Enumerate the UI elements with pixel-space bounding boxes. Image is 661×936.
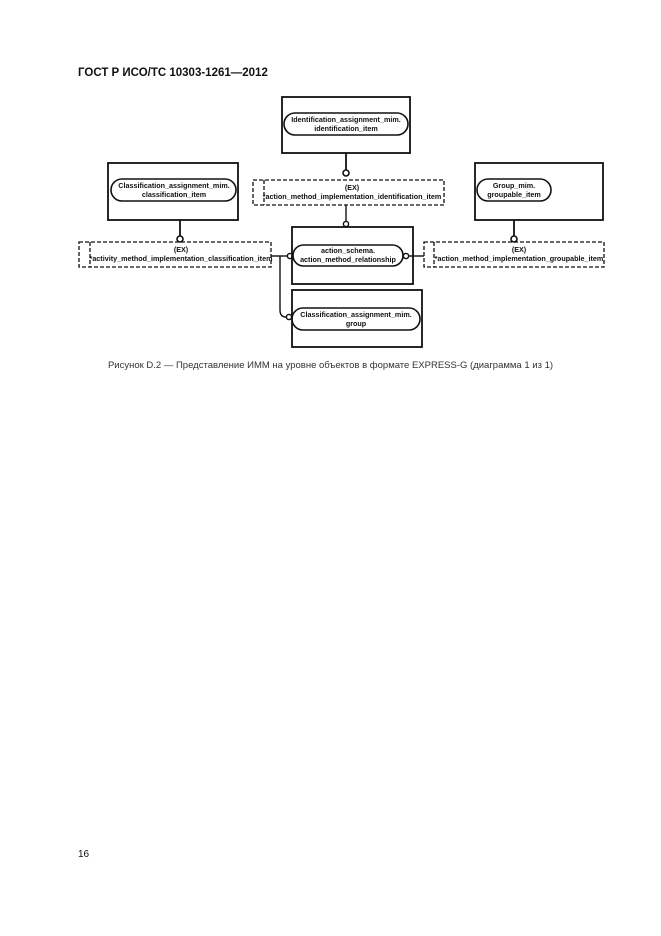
entity-groupable-item: Group_mim. groupable_item [474,162,604,221]
entity-group: Classification_assignment_mim. group [291,289,423,348]
svg-text:Identification_assignment_mim.: Identification_assignment_mim. [291,115,400,124]
svg-text:action_schema.: action_schema. [321,246,375,255]
entity-identification-item: Identification_assignment_mim. identific… [281,96,411,154]
entity-classification-item: Classification_assignment_mim. classific… [107,162,239,221]
svg-text:Classification_assignment_mim.: Classification_assignment_mim. [300,310,411,319]
select-groupable-item: (EX) *action_method_implementation_group… [423,241,605,268]
document-header: ГОСТ Р ИСО/ТС 10303-1261—2012 [78,67,268,79]
svg-text:(EX): (EX) [345,183,360,192]
svg-text:Classification_assignment_mim.: Classification_assignment_mim. [118,181,229,190]
select-identification-item: (EX) *action_method_implementation_ident… [252,179,445,206]
svg-text:Group_mim.: Group_mim. [493,181,535,190]
svg-text:(EX): (EX) [512,245,527,254]
svg-text:*action_method_implementation_: *action_method_implementation_identifica… [263,192,442,201]
svg-text:*activity_method_implementatio: *activity_method_implementation_classifi… [90,254,273,263]
svg-text:*action_method_implementation_: *action_method_implementation_groupable_… [435,254,604,263]
svg-text:classification_item: classification_item [142,190,206,199]
select-classification-item: (EX) *activity_method_implementation_cla… [78,241,273,268]
svg-text:group: group [346,319,367,328]
page-number: 16 [78,849,90,860]
figure-caption: Рисунок D.2 — Представление ИММ на уровн… [107,360,554,371]
svg-text:(EX): (EX) [174,245,189,254]
svg-text:identification_item: identification_item [314,124,378,133]
svg-text:groupable_item: groupable_item [487,190,541,199]
svg-text:action_method_relationship: action_method_relationship [300,255,396,264]
connector-circle [342,169,350,177]
entity-action-method-relationship: action_schema. action_method_relationshi… [291,226,414,285]
